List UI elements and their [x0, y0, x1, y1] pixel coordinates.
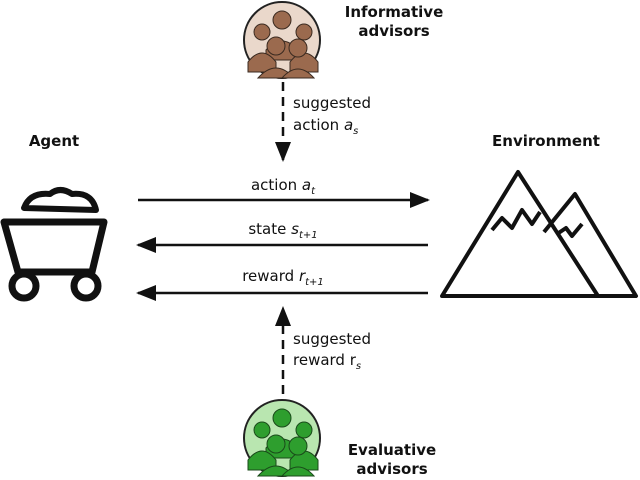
suggested-action-line2: action as	[293, 116, 358, 137]
suggested-action-line1: suggested	[293, 94, 371, 112]
suggested-reward-line2: reward rs	[293, 351, 361, 372]
evaluative-advisors-icon	[243, 399, 321, 477]
informative-label-2: advisors	[358, 22, 429, 40]
evaluative-label-2: advisors	[356, 460, 427, 478]
evaluative-label-1: Evaluative	[348, 441, 436, 459]
state-label: state st+1	[248, 220, 317, 241]
suggested-reward-line1: suggested	[293, 330, 371, 348]
informative-label-1: Informative	[345, 3, 444, 21]
agent-label: Agent	[29, 132, 79, 150]
action-label: action at	[251, 176, 316, 197]
informative-advisors-icon	[243, 1, 321, 79]
environment-label: Environment	[492, 132, 600, 150]
reward-label: reward rt+1	[242, 267, 324, 288]
mountains-icon	[440, 170, 638, 298]
mine-cart-icon	[0, 187, 108, 302]
